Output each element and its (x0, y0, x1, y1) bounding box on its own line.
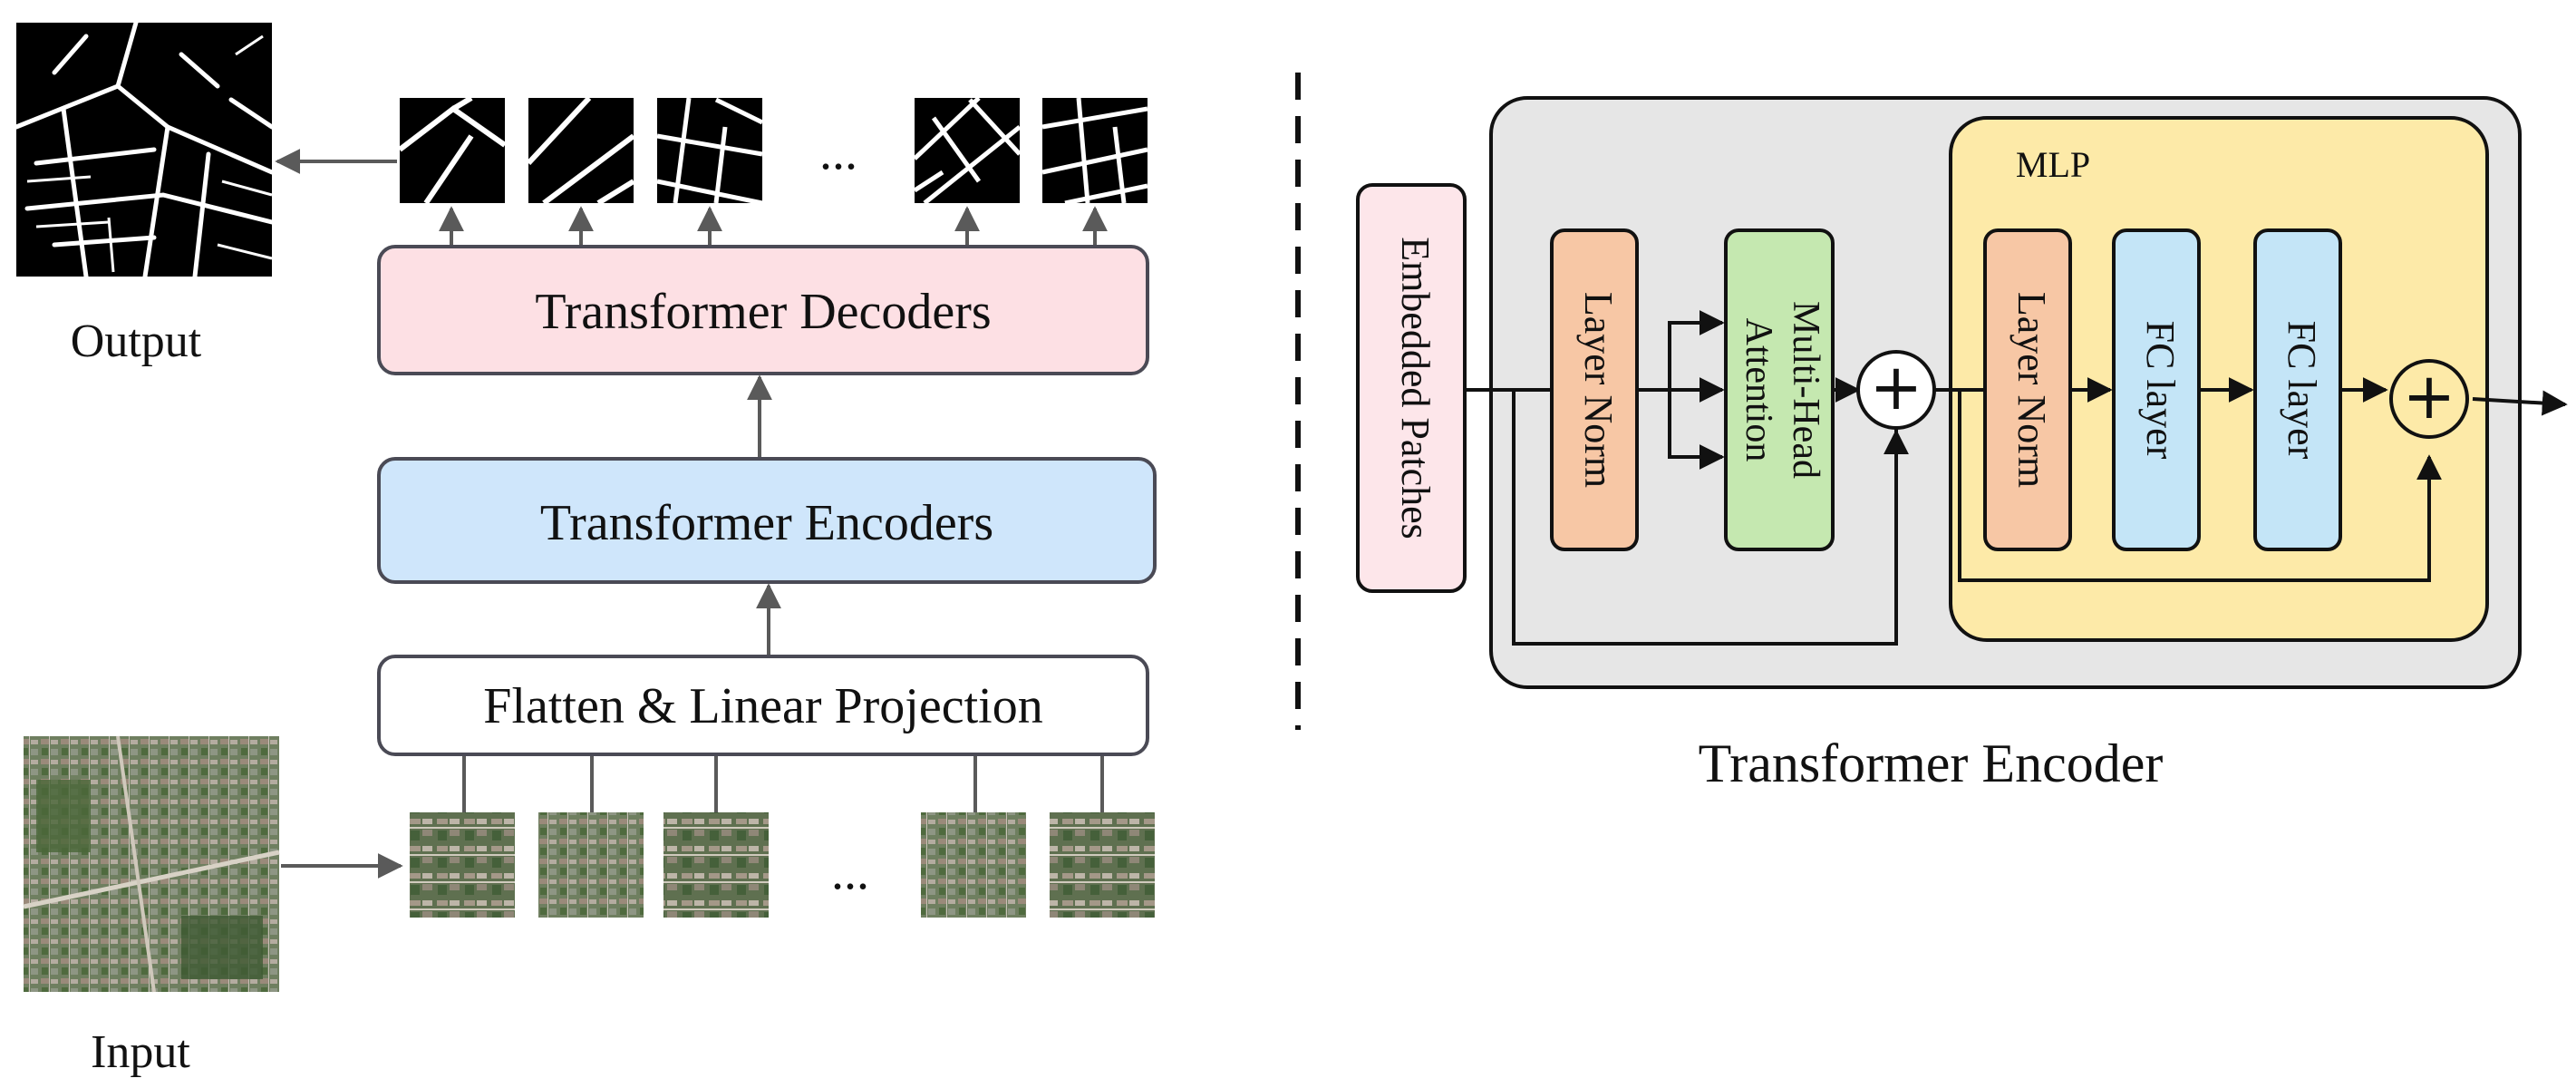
predicted-patch (1041, 97, 1148, 206)
transformer-encoder-caption: Transformer Encoder (1699, 733, 2164, 793)
residual-add-2: + (2389, 359, 2469, 439)
bottom-ellipsis: ... (831, 844, 869, 900)
input-patch (921, 812, 1026, 918)
residual-add-1: + (1856, 350, 1936, 430)
predicted-patches-row (398, 95, 1148, 206)
input-patch (663, 812, 769, 918)
input-label: Input (91, 1026, 190, 1078)
layer-norm-label-2: Layer Norm (2009, 292, 2054, 488)
mlp-block (1949, 116, 2489, 642)
input-patch (538, 812, 644, 918)
layer-norm-label-1: Layer Norm (1576, 292, 1621, 488)
mha-label-line1: Multi-Head (1785, 301, 1826, 479)
transformer-decoders-block (377, 245, 1149, 375)
output-road-map (14, 20, 275, 279)
mha-label-line2: Attention (1738, 318, 1779, 462)
transformer-encoders-block (377, 457, 1157, 584)
transformer-encoders-label: Transformer Encoders (540, 495, 993, 551)
plus-icon: + (2403, 359, 2456, 433)
input-patches-row (410, 812, 1155, 918)
predicted-patch (526, 95, 635, 206)
predicted-patch (913, 96, 1022, 205)
input-patch (1050, 812, 1155, 918)
input-patch (410, 812, 515, 918)
decoder-output-arrows (439, 206, 1108, 245)
transformer-decoders-label: Transformer Decoders (535, 284, 991, 340)
plus-icon: + (1870, 350, 1923, 424)
encoder-flow-lines (1467, 310, 2568, 646)
top-ellipsis: ... (819, 124, 857, 180)
linear-projection-label: Flatten & Linear Projection (483, 678, 1042, 734)
patch-input-lines (462, 756, 1104, 812)
output-label: Output (71, 316, 202, 367)
mlp-label: MLP (2016, 144, 2090, 185)
fc-layer-label-1: FC layer (2138, 321, 2183, 460)
linear-projection-block (377, 655, 1149, 756)
input-satellite-image (23, 735, 280, 993)
predicted-patch (656, 97, 764, 206)
embedded-patches-label: Embedded Patches (1393, 237, 1438, 539)
embedded-patches-block (1356, 183, 1467, 593)
fc-layer-label-2: FC layer (2280, 321, 2324, 460)
predicted-patch (398, 95, 507, 205)
